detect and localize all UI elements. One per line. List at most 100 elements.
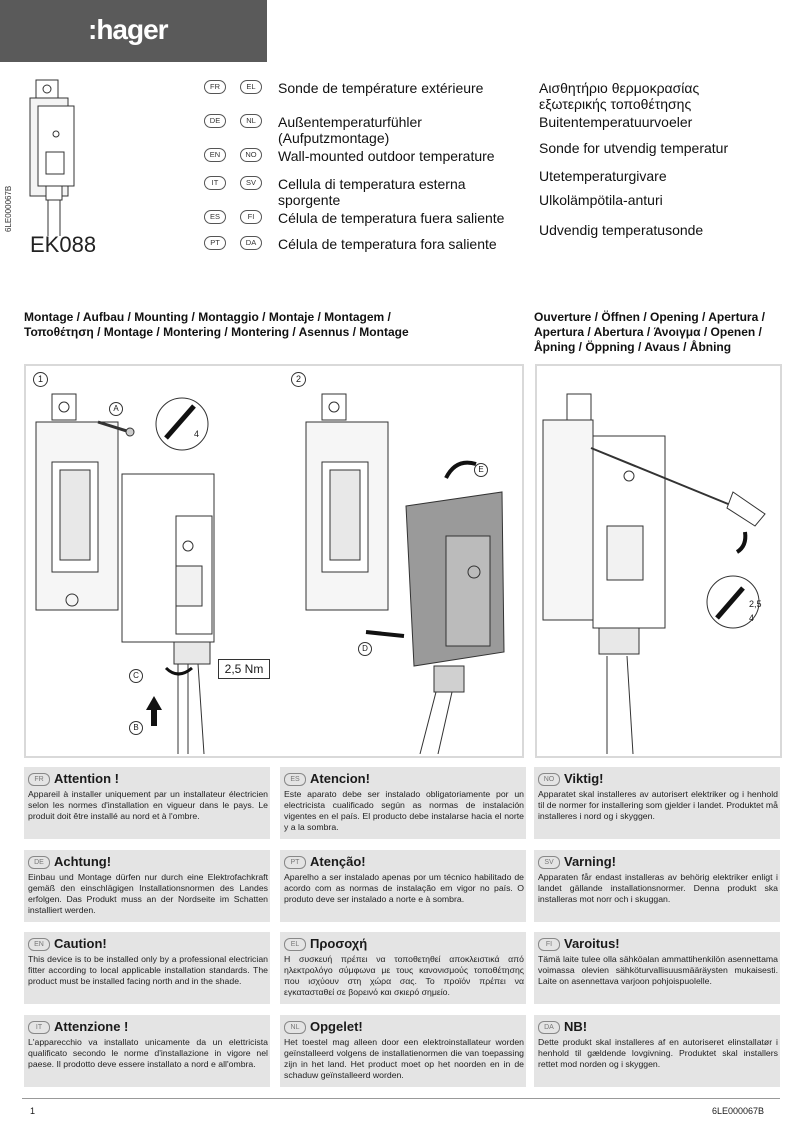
warning-title: Caution! <box>54 936 107 951</box>
product-thumbnail <box>29 79 75 236</box>
footer-document-code: 6LE000067B <box>712 1106 765 1116</box>
logo-band: :hager <box>0 0 267 62</box>
warning-box-no: NO Viktig! Apparatet skal installeres av … <box>534 767 780 839</box>
warning-text: Appareil à installer uniquement par un i… <box>28 789 268 821</box>
lang-badge: IT <box>204 176 226 190</box>
mounting-title: Montage / Aufbau / Mounting / Montaggio … <box>24 310 409 339</box>
warning-heading: FR Attention ! <box>28 771 119 787</box>
warning-text: Tämä laite tulee olla sähköalan ammattih… <box>538 954 778 986</box>
warning-text: Einbau und Montage dürfen nur durch eine… <box>28 872 268 915</box>
warning-heading: NO Viktig! <box>538 771 604 787</box>
lang-badge: IT <box>28 1021 50 1035</box>
warning-text: Este aparato debe ser instalado obligato… <box>284 789 524 832</box>
callout-a: A <box>109 402 123 416</box>
lang-badge: FR <box>28 773 50 787</box>
lang-badge: NO <box>240 148 262 162</box>
warning-title: Viktig! <box>564 771 604 786</box>
lang-badge: SV <box>240 176 262 190</box>
warning-title: Opgelet! <box>310 1019 363 1034</box>
warning-text: Aparelho a ser instalado apenas por um t… <box>284 872 524 904</box>
step-number: 2 <box>291 372 306 387</box>
warning-heading: SV Varning! <box>538 854 617 870</box>
warning-box-es: ES Atencion! Este aparato debe ser instal… <box>280 767 526 839</box>
language-title: Cellula di temperatura esterna sporgente <box>278 176 466 208</box>
warning-text: Apparatet skal installeres av autorisert… <box>538 789 778 821</box>
lang-badge: DE <box>204 114 226 128</box>
lang-badge: PT <box>284 856 306 870</box>
step-number: 1 <box>33 372 48 387</box>
warning-text: This device is to be installed only by a… <box>28 954 268 986</box>
language-title: Wall-mounted outdoor temperature <box>278 148 495 164</box>
lang-badge: ES <box>284 773 306 787</box>
lang-badge: DA <box>240 236 262 250</box>
side-document-code: 6LE000067B <box>4 185 13 232</box>
warning-heading: NL Opgelet! <box>284 1019 363 1035</box>
lang-badge: EN <box>204 148 226 162</box>
warning-box-fr: FR Attention ! Appareil à installer uniqu… <box>24 767 270 839</box>
callout-c: C <box>129 669 143 683</box>
warning-box-fi: FI Varoitus! Tämä laite tulee olla sähköa… <box>534 932 780 1004</box>
blade-size: 2,5 <box>749 599 762 609</box>
warning-box-sv: SV Varning! Apparaten får endast installe… <box>534 850 780 922</box>
language-title: Célula de temperatura fora saliente <box>278 236 497 252</box>
callout-d: D <box>358 642 372 656</box>
lang-badge: EL <box>284 938 306 952</box>
lang-badge: NL <box>284 1021 306 1035</box>
mounting-illustration <box>35 393 505 754</box>
language-title: Udvendig temperatusonde <box>539 222 704 238</box>
lang-badge: EL <box>240 80 262 94</box>
opening-title: Ouverture / Öffnen / Opening / Apertura … <box>534 310 765 354</box>
warning-heading: EN Caution! <box>28 936 107 952</box>
hager-logo: :hager <box>88 14 169 45</box>
lang-badge: NL <box>240 114 262 128</box>
language-title: Ulkolämpötila-anturi <box>539 192 663 208</box>
language-title: Αισθητήριο θερμοκρασίας εξωτερικής τοποθ… <box>539 80 700 112</box>
callout-e: E <box>474 463 488 477</box>
torque-label: 2,5 Nm <box>218 659 270 679</box>
warning-text: L'apparecchio va installato unicamente d… <box>28 1037 268 1069</box>
lang-badge: EN <box>28 938 50 952</box>
page-number: 1 <box>30 1106 36 1116</box>
language-title: Sonde de température extérieure <box>278 80 484 96</box>
warning-heading: FI Varoitus! <box>538 936 620 952</box>
warning-title: Achtung! <box>54 854 112 869</box>
opening-illustration <box>542 393 766 754</box>
callout-b: B <box>129 721 143 735</box>
lang-badge: ES <box>204 210 226 224</box>
warning-text: Apparaten får endast installeras av behö… <box>538 872 778 904</box>
warning-title: Attention ! <box>54 771 119 786</box>
warning-text: Η συσκευή πρέπει να τοποθετηθεί αποκλεισ… <box>284 954 524 997</box>
lang-badge: PT <box>204 236 226 250</box>
language-title: Buitentemperatuurvoeler <box>539 114 693 130</box>
language-title: Sonde for utvendig temperatur <box>539 140 729 156</box>
footer-divider <box>22 1098 780 1099</box>
warning-title: Varning! <box>564 854 617 869</box>
lang-badge: NO <box>538 773 560 787</box>
warning-title: Atencion! <box>310 771 370 786</box>
warning-heading: IT Attenzione ! <box>28 1019 129 1035</box>
warning-box-en: EN Caution! This device is to be installe… <box>24 932 270 1004</box>
warning-box-it: IT Attenzione ! L'apparecchio va installa… <box>24 1015 270 1087</box>
lang-badge: SV <box>538 856 560 870</box>
lang-badge: FI <box>538 938 560 952</box>
language-title: Célula de temperatura fuera saliente <box>278 210 505 226</box>
warning-title: Attenzione ! <box>54 1019 129 1034</box>
lang-badge: DE <box>28 856 50 870</box>
blade-size-secondary: 4 <box>749 613 755 623</box>
language-title: Utetemperaturgivare <box>539 168 667 184</box>
screwdriver-size: 4 <box>194 429 200 439</box>
warning-text: Dette produkt skal installeres af en aut… <box>538 1037 778 1069</box>
lang-badge: FI <box>240 210 262 224</box>
warning-title: NB! <box>564 1019 588 1034</box>
warning-title: Varoitus! <box>564 936 620 951</box>
warning-heading: ES Atencion! <box>284 771 370 787</box>
warning-box-pt: PT Atenção! Aparelho a ser instalado apen… <box>280 850 526 922</box>
warning-title: Atenção! <box>310 854 366 869</box>
warning-box-de: DE Achtung! Einbau und Montage dürfen nur… <box>24 850 270 922</box>
warning-heading: DE Achtung! <box>28 854 112 870</box>
